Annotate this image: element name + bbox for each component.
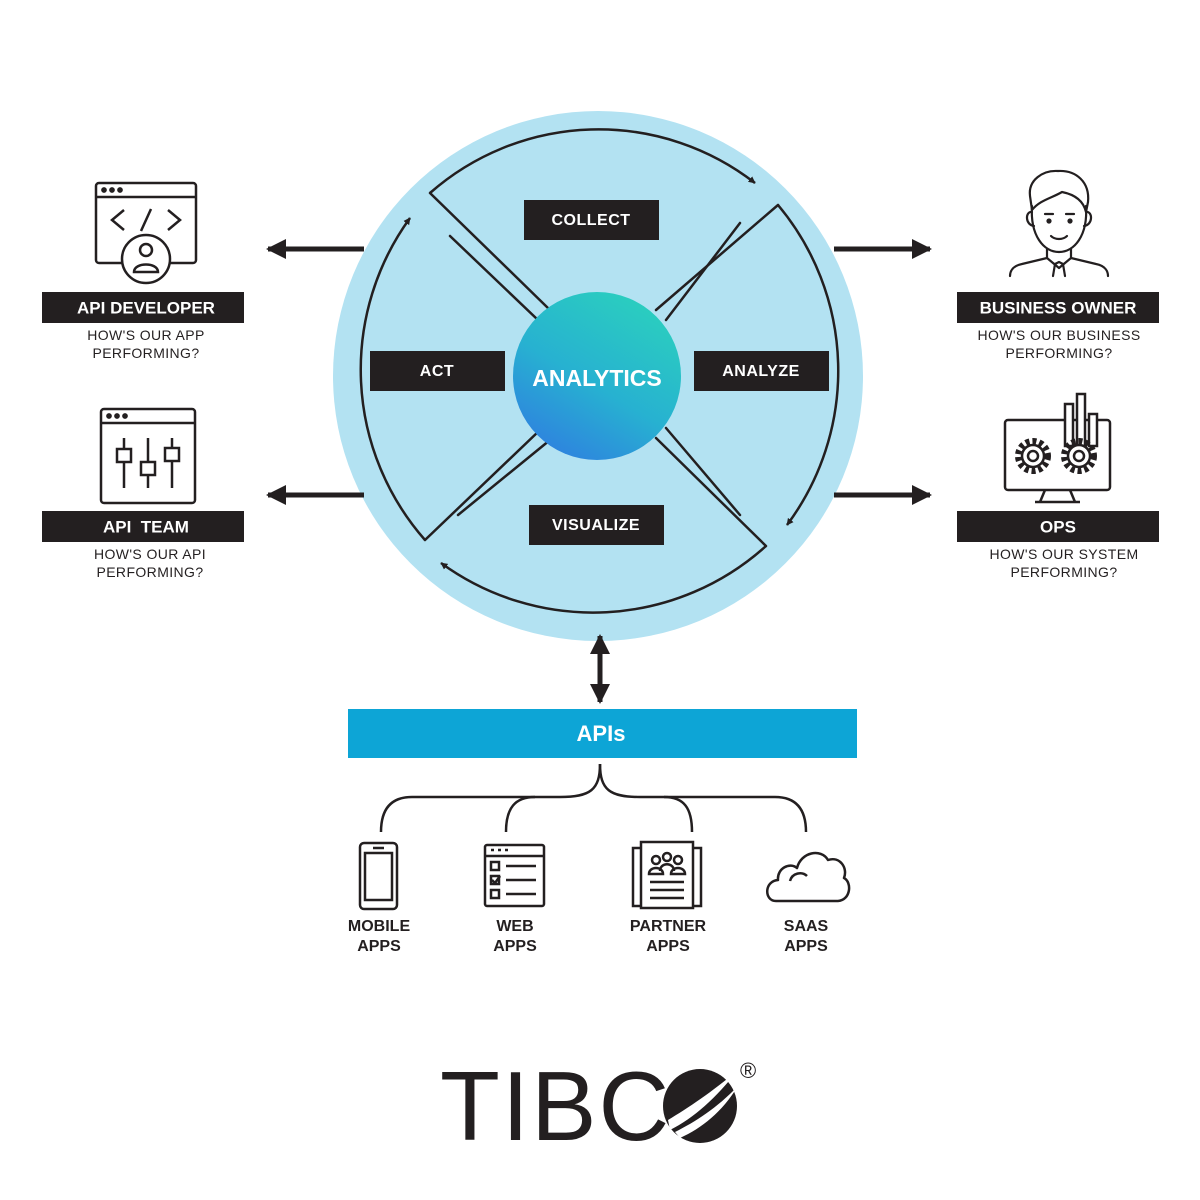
visualize-label-box [529, 505, 664, 545]
apis-bar [348, 709, 857, 758]
sliders-window-icon [99, 407, 197, 505]
ops-question-line2: PERFORMING? [1010, 564, 1117, 580]
saas-apps-line1: SAAS [784, 918, 829, 935]
code-window-user-icon [94, 181, 198, 285]
arc-top [429, 128, 756, 194]
partner-document-icon [631, 840, 703, 910]
tibco-registered-mark: ® [740, 1058, 756, 1083]
persona-arrows [266, 239, 932, 505]
business-owner-question-line1: HOW'S OUR BUSINESS [977, 327, 1140, 343]
apis-branch-connector [379, 763, 808, 833]
api-team-question-line1: HOW'S OUR API [94, 546, 206, 562]
arc-left [359, 217, 426, 541]
api-team-title-box [42, 511, 244, 542]
api-developer-title: API DEVELOPER [77, 298, 215, 317]
saas-apps-line2: APPS [784, 938, 828, 955]
mobile-apps-line1: MOBILE [348, 918, 411, 935]
business-owner-icon [1008, 169, 1110, 278]
act-label: ACT [420, 363, 454, 380]
business-owner-title-box [957, 292, 1159, 323]
cycle-dividers [423, 191, 780, 548]
business-owner-title: BUSINESS OWNER [980, 298, 1137, 317]
arc-bottom [440, 545, 767, 614]
analytics-center-label: ANALYTICS [532, 365, 662, 391]
mobile-phone-icon [358, 841, 399, 911]
cycle-arcs [359, 128, 840, 614]
api-developer-question-line2: PERFORMING? [92, 345, 199, 361]
tibco-logo: TIBC ® [440, 1051, 756, 1161]
visualize-label: VISUALIZE [552, 517, 640, 534]
web-apps-line1: WEB [496, 918, 533, 935]
cloud-icon [766, 851, 851, 903]
partner-apps-line2: APPS [646, 938, 690, 955]
api-developer-title-box [42, 292, 244, 323]
web-apps-line2: APPS [493, 938, 537, 955]
api-developer-question-line1: HOW'S OUR APP [87, 327, 205, 343]
ops-title-box [957, 511, 1159, 542]
partner-apps-line1: PARTNER [630, 918, 707, 935]
tibco-logo-text: TIBC [440, 1051, 671, 1161]
web-page-icon [483, 843, 546, 908]
analyze-label-box [694, 351, 829, 391]
api-team-question-line2: PERFORMING? [96, 564, 203, 580]
ops-question-line1: HOW'S OUR SYSTEM [989, 546, 1138, 562]
api-team-title: API TEAM [103, 517, 189, 536]
arc-right [777, 204, 840, 526]
ops-monitor-gears-icon [1003, 392, 1112, 504]
analyze-label: ANALYZE [722, 363, 800, 380]
tibco-o-swoosh-icon [663, 1069, 738, 1143]
ops-title: OPS [1040, 517, 1076, 536]
collect-label-box [524, 200, 659, 240]
collect-label: COLLECT [551, 212, 630, 229]
mobile-apps-line2: APPS [357, 938, 401, 955]
act-label-box [370, 351, 505, 391]
apis-bar-label: APIs [577, 721, 626, 746]
analytics-center [513, 292, 681, 460]
business-owner-question-line2: PERFORMING? [1005, 345, 1112, 361]
